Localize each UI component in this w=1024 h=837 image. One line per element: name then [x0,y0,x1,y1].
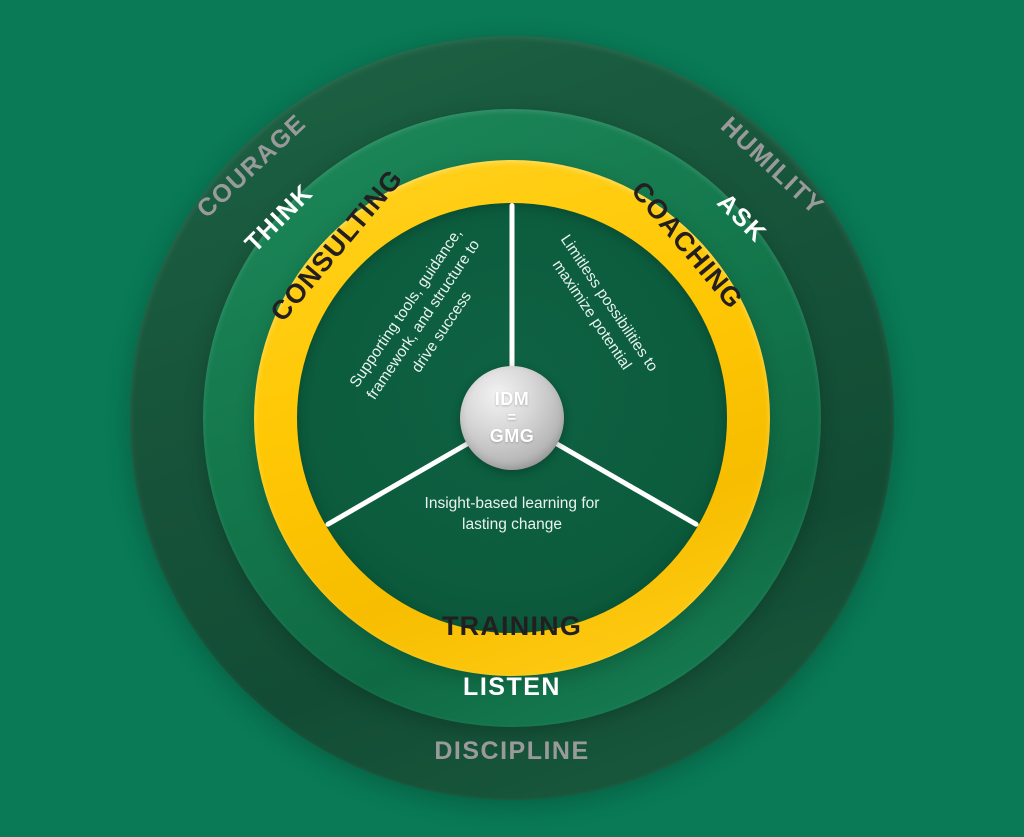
center-sphere: IDM = GMG [460,366,564,470]
center-line-gmg: GMG [489,426,535,447]
center-line-idm: IDM [494,389,530,410]
center-line-equals: = [507,408,517,426]
